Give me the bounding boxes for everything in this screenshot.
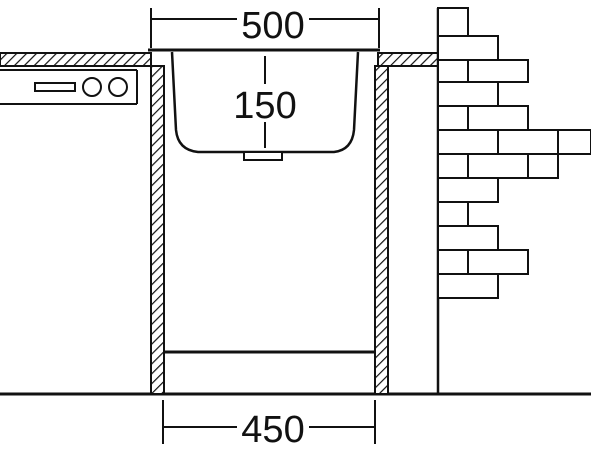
appliance-knob-icon [82,77,102,97]
appliance-display-icon [34,82,76,92]
adjacent-appliance [0,69,138,105]
sink-drain [243,151,283,161]
countertop-left [0,52,152,67]
appliance-knob-icon [108,77,128,97]
dimension-bottom-width: 450 [162,400,376,451]
countertop-right [377,52,439,67]
dimension-depth-label: 150 [233,85,296,127]
dimension-top-width-label: 500 [241,5,304,47]
cabinet-left-wall [150,65,165,395]
brick-wall [436,7,591,394]
dimension-top-width: 500 [150,5,380,48]
dimension-depth: 150 [233,56,297,148]
cabinet-right-wall [374,65,389,395]
dimension-bottom-width-label: 450 [241,409,304,451]
